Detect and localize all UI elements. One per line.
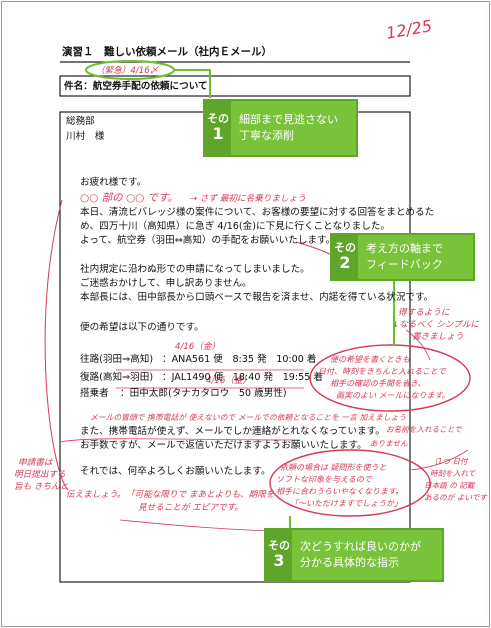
callout-3-label: その bbox=[268, 539, 290, 553]
p1-line3: よって、航空券（羽田⇔高知）の手配をお願いいたします。※ bbox=[80, 235, 344, 246]
recipient-name: 川村 様 bbox=[66, 131, 105, 142]
callout-1-line2: 丁寧な添削 bbox=[239, 129, 294, 142]
side-note-7: 時刻を入れて bbox=[430, 469, 476, 478]
callout-3-line2: 分かる具体的な指示 bbox=[300, 556, 399, 569]
oval2-line1: 依頼の場合は 疑問形を使うと bbox=[280, 463, 387, 472]
greeting-addition: ○○ 部の ○○ です。 bbox=[80, 192, 179, 204]
callout-2-line1: 考え方の軸まで bbox=[366, 242, 443, 256]
comment-oval-1 bbox=[309, 344, 471, 412]
side-note-2: ↓なるべく シンプルに bbox=[392, 320, 480, 330]
callout-2-number: 2 bbox=[339, 253, 351, 273]
p1-line2: め、四万十川（高知県）に急ぎ 4/16(金)に下見に行くことなりました。 bbox=[80, 221, 391, 232]
side-note-3: 書きましょう bbox=[412, 332, 464, 342]
return-label: 復路(高知⇒羽田) bbox=[80, 372, 154, 383]
red-line-right-bottom bbox=[409, 449, 469, 471]
p3-line1: また、携帯電話が使えず、メールでしか連絡がとれなくなっています。 bbox=[80, 426, 385, 437]
passenger-label: 搭乗者 bbox=[80, 388, 109, 399]
oval2-line2: ソフトな印象を与えるので bbox=[276, 475, 372, 484]
date-insert-out: 4/16（金） bbox=[175, 342, 221, 352]
side-note-9: あるのが よいです bbox=[424, 493, 487, 502]
wish-line: 便の希望は以下の通りです。 bbox=[80, 322, 204, 333]
outbound-label: 往路(羽田⇒高知) bbox=[80, 354, 154, 365]
outbound-detail: ：ANA561 便 8:35 発 10:00 着 bbox=[162, 354, 317, 365]
oval1-line4: 画実のよい メールになります。 bbox=[336, 391, 450, 400]
p2-line2: ご迷惑おかけして、申し訳ありません。 bbox=[80, 278, 252, 289]
red-line-side bbox=[405, 329, 431, 361]
left-note-tail: 伝えましょう。 bbox=[66, 490, 126, 500]
greeting: お疲れ様です。 bbox=[80, 177, 147, 188]
callout-3-badge: その 3 bbox=[266, 530, 292, 580]
callout-3: その 3 次どうすれば良いのかが 分かる具体的な指示 bbox=[264, 528, 444, 582]
bottom-note-1: 「可能な限りで まあとよりも、期限を bbox=[126, 490, 275, 500]
callout-1-line1: 細部まで見逃さない bbox=[239, 113, 338, 127]
side-note-5: ありません bbox=[370, 439, 408, 448]
side-note-4: お名前を入れることで bbox=[386, 425, 462, 434]
p3-line2: お手数ですが、メールで返信いただけますようお願いいたします。 bbox=[80, 440, 367, 451]
comment-oval-2 bbox=[269, 449, 431, 517]
callout-1: その 1 細部まで見逃さない 丁寧な添削 bbox=[203, 99, 358, 157]
p1-line1: 本日、清流ビバレッジ様の案件について、お客様の要望に対する回答をまとめるた bbox=[80, 207, 435, 218]
bottom-note-2: 見せることが エピアです。 bbox=[138, 503, 243, 513]
greeting-comment: → さず 最初に名乗りましょう bbox=[190, 194, 306, 204]
oval1-line1: 便の希望を書くときも bbox=[330, 355, 410, 364]
oval2-line3: 相手に合わうらいやなくなります。 bbox=[276, 487, 404, 496]
date-insert-ret: 4/16（金） bbox=[206, 376, 252, 386]
side-note-6: （1つ 日付 bbox=[430, 457, 468, 466]
callout-1-number: 1 bbox=[212, 124, 224, 144]
p3-comment: メールの冒頭で 携帯電話が 使えないので メールでの依頼となることを 一言 加え… bbox=[90, 413, 407, 422]
closing-line: それでは、何卒よろしくお願いいたします。 bbox=[80, 466, 271, 477]
left-note-1: 申請書は bbox=[18, 458, 53, 468]
red-arrow-left bbox=[44, 199, 69, 491]
return-detail: ：JAL1490 便 18:40 発 19:55 着 bbox=[162, 372, 323, 383]
side-note-8: 日本語 の 記載 bbox=[424, 481, 475, 490]
callout-2-label: その bbox=[334, 241, 356, 255]
callout-1-badge: その 1 bbox=[205, 101, 231, 155]
recipient-dept: 総務部 bbox=[66, 116, 95, 127]
page-title: 演習１ 難しい依頼メール（社内Ｅメール） bbox=[62, 46, 272, 58]
subject-box bbox=[59, 75, 411, 97]
callout-1-label: その bbox=[207, 112, 229, 126]
callout-2-badge: その 2 bbox=[332, 235, 358, 279]
callout-3-line1: 次どうすれば良いのかが bbox=[300, 540, 421, 554]
callout-2-line2: フィードバック bbox=[366, 258, 443, 271]
side-note-1: 得するように bbox=[398, 308, 450, 318]
passenger-detail: ：田中太郎(タナカタロウ 50 歳男性) bbox=[120, 388, 287, 399]
oval1-line3: 相手の確認の手間を省き、 bbox=[330, 379, 426, 388]
callout-2: その 2 考え方の軸まで フィードバック bbox=[330, 233, 475, 281]
p2-line1: 社内規定に沿わぬ形での申請になってしまいました。 bbox=[80, 264, 310, 275]
subject-line: 件名：航空券手配の依頼について bbox=[64, 81, 208, 92]
callout-3-number: 3 bbox=[273, 551, 285, 571]
left-note-2: 明日提出する bbox=[14, 470, 66, 480]
connector-1 bbox=[174, 69, 211, 98]
left-note-3: 旨も きちんと bbox=[14, 482, 69, 492]
p2-line3: 本部長には、田中部長から口頭ベースで報告を済ませ、内諾を得ている状況です。 bbox=[80, 292, 434, 303]
red-line-mail bbox=[59, 438, 301, 443]
top-note: （緊急）4/16〆 bbox=[96, 66, 159, 76]
oval2-line4: 「～いただけますでしょうか」 bbox=[290, 499, 403, 508]
oval1-line2: 日付、時刻をきちんと入れることで bbox=[318, 367, 446, 376]
